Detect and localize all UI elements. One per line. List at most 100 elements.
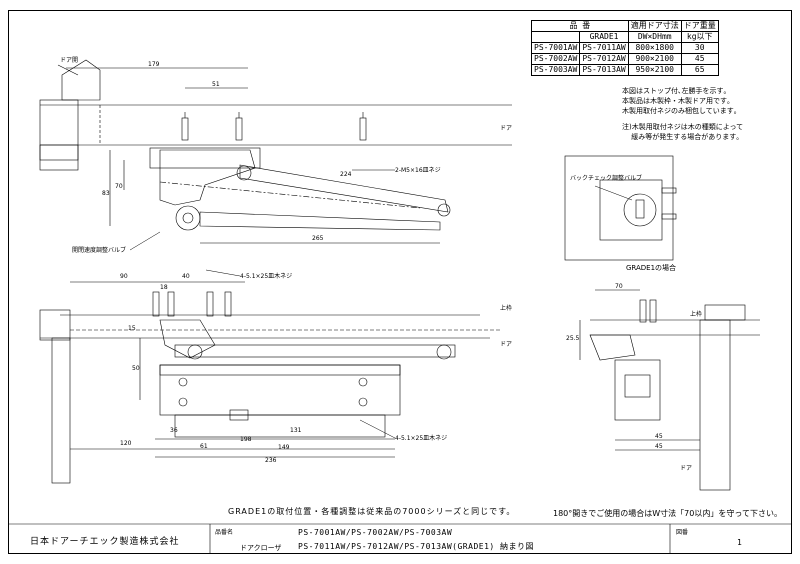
cell-size: 950×2100	[627, 64, 682, 76]
drawing-sheet	[8, 10, 792, 554]
cell-grade: PS-7012AW	[579, 53, 629, 65]
company-name: 日本ドアーチエック製造株式会社	[30, 537, 180, 547]
grade1-valve-slot	[635, 199, 645, 219]
cell-weight: 30	[680, 42, 719, 54]
th-dim-sub: DW×DHmm	[627, 31, 682, 43]
label-backcheck: バックチェック調整バルブ	[570, 174, 642, 182]
closer-bracket	[149, 147, 261, 169]
table-row: PS-7001AW PS-7011AW 800×1800 30	[530, 42, 719, 54]
dim-255: 25.5	[566, 335, 580, 342]
cell-grade: PS-7011AW	[579, 42, 629, 54]
spec-table: 品 番 適用ドア寸法 ドア重量 GRADE1 DW×DHmm kg以下 PS-7…	[530, 20, 719, 76]
footer-note-right: 180°開きでご使用の場合はW寸法「70以内」を守って下さい。	[553, 509, 782, 518]
closer-body-cap	[159, 364, 401, 376]
grade1-caption: GRADE1の場合	[626, 264, 677, 272]
side-screws	[639, 299, 657, 323]
leader-screw-mid2	[359, 419, 396, 439]
side-closer-cap	[624, 374, 651, 398]
dim-70b: 70	[615, 283, 623, 290]
arm-pivot	[236, 165, 252, 181]
dim-70: 70	[115, 183, 123, 190]
closer-valve-front	[229, 409, 249, 421]
sheet-number: 1	[737, 538, 743, 547]
front-arm-pivot	[187, 344, 203, 360]
th-dim: 適用ドア寸法	[627, 20, 682, 32]
side-closer-body	[614, 359, 661, 421]
th-grade: GRADE1	[579, 31, 629, 43]
door-edge	[39, 144, 79, 171]
label-screw-mid1: 4-5.1×25皿木ネジ	[240, 272, 292, 280]
side-door	[699, 319, 731, 491]
closer-body-front	[159, 364, 401, 416]
forearm	[199, 211, 441, 231]
cell-size: 800×1800	[627, 42, 682, 54]
side-frame-head	[704, 304, 746, 321]
dim-265: 265	[312, 235, 324, 242]
pivot-circle	[175, 205, 201, 231]
screw-top-1	[181, 112, 189, 141]
closer-body-top	[159, 149, 256, 206]
footer-note-left: GRADE1の取付位置・各種調整は従来品の7000シリーズと同じです。	[228, 507, 516, 516]
front-mount-screws	[178, 377, 368, 407]
title-line-1: PS-7001AW/PS-7002AW/PS-7003AW	[298, 528, 453, 537]
dim-18: 18	[160, 284, 168, 291]
dim-51: 51	[212, 81, 220, 88]
main-arm	[239, 164, 449, 213]
label-product: ドアクローザ	[240, 544, 282, 552]
cell-model: PS-7003AW	[530, 64, 581, 76]
dim-198: 198	[240, 436, 252, 443]
front-screws	[152, 291, 232, 317]
cell-model: PS-7001AW	[530, 42, 581, 54]
side-bracket	[589, 334, 636, 361]
front-frame-corner	[39, 309, 71, 341]
notes: 本図はストップ付､左勝手を示す｡ 本製品は木製枠・木製ドア用です｡ 木製用取付ネ…	[622, 86, 743, 142]
label-door-front: ドア	[500, 341, 512, 348]
closer-mount-plate	[174, 414, 386, 438]
th-product: 品 番	[531, 20, 629, 32]
leader-backcheck	[594, 185, 633, 201]
th-blank	[530, 31, 581, 43]
screw-top-2	[235, 112, 243, 141]
th-weight: ドア重量	[680, 20, 719, 32]
door-open-sketch	[61, 59, 101, 101]
th-weight-sub: kg以下	[680, 31, 719, 43]
label-sheet: 図番	[676, 529, 689, 536]
screw-top-3	[359, 112, 367, 141]
cell-weight: 65	[680, 64, 719, 76]
front-arm-end	[436, 344, 452, 360]
label-upper-frame: 上枠	[500, 304, 512, 312]
front-bracket	[159, 319, 216, 359]
grade1-body	[599, 179, 663, 241]
front-arm	[174, 344, 456, 358]
cell-size: 900×2100	[627, 53, 682, 65]
label-door-br: ドア	[680, 465, 692, 472]
grade1-screws	[661, 187, 677, 220]
note-line: 本図はストップ付､左勝手を示す｡	[622, 87, 727, 95]
label-door-open: ドア開	[60, 57, 78, 64]
dim-45b: 45	[655, 443, 663, 450]
pivot-inner	[182, 212, 194, 224]
note-line: 緩み等が発生する場合があります｡	[622, 133, 740, 141]
table-row: PS-7003AW PS-7013AW 950×2100 65	[530, 64, 719, 76]
title-line-2: PS-7011AW/PS-7012AW/PS-7013AW(GRADE1) 納ま…	[298, 542, 535, 551]
cell-grade: PS-7013AW	[579, 64, 629, 76]
leader-screw-mid1	[205, 269, 241, 277]
note-line: 木製用取付ネジのみ梱包しています｡	[622, 107, 738, 115]
frame-section	[39, 99, 79, 161]
dim-131: 131	[290, 427, 302, 434]
dim-90: 90	[120, 273, 128, 280]
note-line: 本製品は木製枠・木製ドア用です｡	[622, 97, 731, 105]
door-open-leader	[57, 64, 79, 76]
label-upper-frame-side: 上枠	[690, 310, 702, 318]
dim-15: 15	[128, 325, 136, 332]
dim-40: 40	[182, 273, 190, 280]
grade1-valve-dial	[623, 193, 657, 227]
dim-149: 149	[278, 444, 290, 451]
dim-83: 83	[102, 190, 110, 197]
leader-valve	[129, 231, 161, 251]
label-door-right: ドア	[500, 125, 512, 132]
arm-end	[437, 203, 451, 217]
dim-61: 61	[200, 443, 208, 450]
label-valve: 開閉速度調整バルブ	[72, 246, 126, 254]
